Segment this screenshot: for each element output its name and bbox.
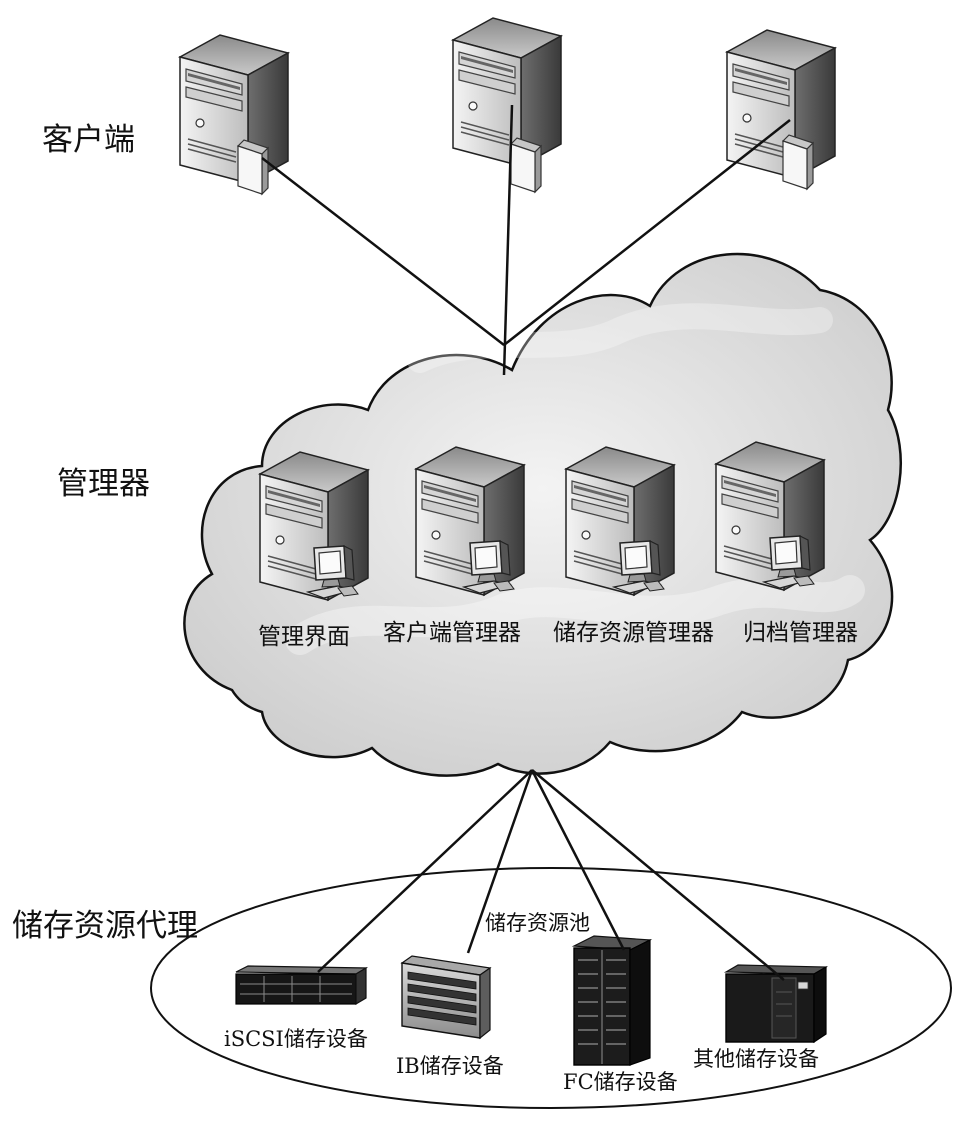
client-tier-label: 客户端 — [42, 122, 135, 158]
client-server-2-icon — [452, 17, 562, 193]
other-storage-device-icon — [723, 964, 829, 1044]
iscsi-device-label: iSCSI储存设备 — [224, 1027, 368, 1051]
client-connections — [261, 104, 791, 376]
manager-cloud — [183, 252, 902, 777]
archive-manager-server-icon — [715, 441, 825, 591]
client-manager-server-icon — [415, 446, 525, 596]
other-device-label: 其他储存设备 — [693, 1047, 819, 1071]
fc-device-label: FC储存设备 — [563, 1070, 678, 1094]
iscsi-storage-device-icon — [235, 965, 369, 1006]
storage-pool-title: 储存资源池 — [485, 911, 590, 935]
management-interface-server-icon — [259, 451, 369, 601]
archive-manager-label: 归档管理器 — [743, 620, 858, 646]
client-server-1-icon — [179, 34, 289, 195]
ib-device-label: IB储存设备 — [396, 1054, 504, 1078]
ib-storage-device-icon — [400, 955, 492, 1040]
fc-storage-device-icon — [571, 935, 653, 1066]
storage-resource-manager-label: 储存资源管理器 — [553, 620, 714, 646]
client-manager-label: 客户端管理器 — [383, 620, 521, 646]
manager-tier-label: 管理器 — [57, 466, 150, 502]
storage-agent-tier-label: 储存资源代理 — [12, 908, 198, 944]
management-interface-label: 管理界面 — [258, 624, 350, 650]
storage-connections — [317, 769, 785, 981]
client-server-3-icon — [726, 29, 836, 190]
storage-resource-manager-server-icon — [565, 446, 675, 596]
storage-pool-ellipse — [150, 867, 952, 1109]
